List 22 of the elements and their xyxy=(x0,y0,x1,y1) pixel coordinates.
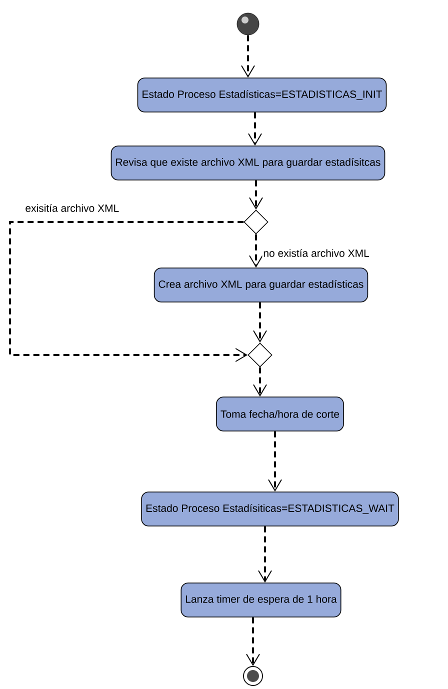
arrow xyxy=(241,35,255,78)
activity-box: Crea archivo XML para guardar estadísticas xyxy=(154,268,368,302)
start-circle xyxy=(236,12,260,36)
arrow xyxy=(249,234,263,268)
arrow xyxy=(268,431,282,492)
decision-diamond xyxy=(244,210,268,234)
activity-box: Toma fecha/hora de corte xyxy=(216,396,344,432)
edge-label: no existía archivo XML xyxy=(262,248,370,258)
decision-diamond xyxy=(248,342,272,368)
end-circle xyxy=(243,666,263,686)
activity-box: Lanza timer de espera de 1 hora xyxy=(180,582,342,618)
edge-label: exisitía archivo XML xyxy=(24,203,120,213)
arrow xyxy=(9,221,248,362)
arrow xyxy=(258,526,272,583)
arrow xyxy=(248,112,262,146)
arrow xyxy=(253,302,267,343)
arrow xyxy=(253,367,267,397)
activity-box: Estado Proceso Estadísticas=ESTADISTICAS_INIT xyxy=(137,78,387,112)
arrow xyxy=(246,617,260,666)
activity-box: Estado Proceso Estadísiticas=ESTADISTICAS_WAIT xyxy=(141,492,399,526)
arrow xyxy=(249,180,263,210)
activity-box: Revisa que existe archivo XML para guardar estadísitcas xyxy=(110,146,386,180)
